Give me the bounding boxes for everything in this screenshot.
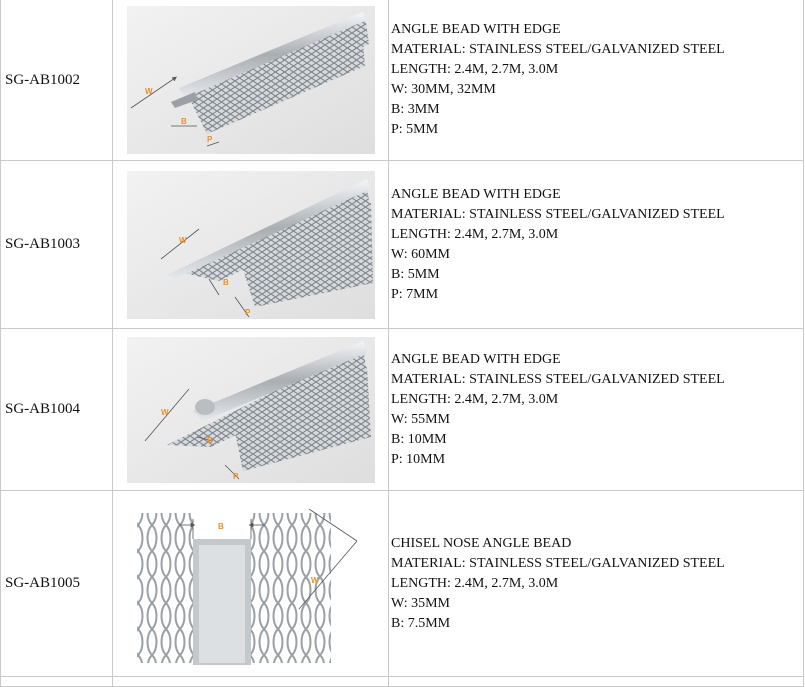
spec-b: B: 3MM bbox=[391, 102, 440, 117]
product-specs: CHISEL NOSE ANGLE BEAD MATERIAL: STAINLE… bbox=[388, 490, 804, 677]
product-image-cell: B W bbox=[112, 490, 389, 677]
spec-length: LENGTH: 2.4M, 2.7M, 3.0M bbox=[391, 226, 559, 242]
product-code: SG-AB1002 bbox=[0, 0, 113, 161]
spec-w: W: 55MM bbox=[391, 411, 450, 427]
table-row bbox=[0, 676, 804, 687]
product-code: SG-AB1004 bbox=[0, 328, 113, 491]
chisel-nose-bead-image: B W bbox=[130, 498, 371, 669]
product-specs: ANGLE BEAD WITH EDGE MATERIAL: STAINLESS… bbox=[388, 328, 804, 491]
spec-length: LENGTH: 2.4M, 2.7M, 3.0M bbox=[391, 575, 559, 591]
spec-length: LENGTH: 2.4M, 2.7M, 3.0M bbox=[391, 62, 559, 77]
empty-cell bbox=[112, 676, 389, 687]
spec-b: B: 5MM bbox=[391, 266, 440, 282]
product-image-cell: W B P bbox=[112, 160, 389, 329]
spec-title: ANGLE BEAD WITH EDGE bbox=[391, 351, 561, 367]
dimension-label-b: B bbox=[207, 436, 213, 445]
table-row: SG-AB1004 W B P ANGLE BEAD WI bbox=[0, 328, 804, 491]
spec-p: P: 10MM bbox=[391, 451, 446, 467]
product-code: SG-AB1003 bbox=[0, 160, 113, 329]
product-image-cell: W B P bbox=[112, 328, 389, 491]
dimension-label-p: P bbox=[233, 472, 239, 481]
empty-cell bbox=[0, 676, 113, 687]
product-specs: ANGLE BEAD WITH EDGE MATERIAL: STAINLESS… bbox=[388, 0, 804, 161]
product-code: SG-AB1005 bbox=[0, 490, 113, 677]
dimension-label-b: B bbox=[223, 278, 229, 287]
dimension-label-w: W bbox=[311, 576, 319, 585]
spec-material: MATERIAL: STAINLESS STEEL/GALVANIZED STE… bbox=[391, 206, 725, 222]
spec-material: MATERIAL: STAINLESS STEEL/GALVANIZED STE… bbox=[391, 371, 725, 387]
spec-w: W: 60MM bbox=[391, 246, 450, 262]
spec-b: B: 10MM bbox=[391, 431, 447, 447]
spec-title: ANGLE BEAD WITH EDGE bbox=[391, 22, 561, 37]
spec-p: P: 5MM bbox=[391, 122, 439, 137]
product-specs: ANGLE BEAD WITH EDGE MATERIAL: STAINLESS… bbox=[388, 160, 804, 329]
spec-title: ANGLE BEAD WITH EDGE bbox=[391, 186, 561, 202]
table-row: SG-AB1005 B W bbox=[0, 490, 804, 677]
spec-b: B: 7.5MM bbox=[391, 615, 451, 631]
table-row: SG-AB1002 W B P ANGLE BEAD WI bbox=[0, 0, 804, 161]
dimension-label-w: W bbox=[161, 408, 169, 417]
spec-material: MATERIAL: STAINLESS STEEL/GALVANIZED STE… bbox=[391, 42, 725, 57]
angle-bead-image: W B P bbox=[126, 6, 375, 154]
dimension-label-w: W bbox=[145, 87, 153, 96]
dimension-label-b: B bbox=[218, 522, 224, 531]
product-image-cell: W B P bbox=[112, 0, 389, 161]
angle-bead-image: W B P bbox=[126, 170, 375, 319]
spec-p: P: 7MM bbox=[391, 286, 439, 302]
spec-length: LENGTH: 2.4M, 2.7M, 3.0M bbox=[391, 391, 559, 407]
empty-cell bbox=[388, 676, 804, 687]
dimension-label-p: P bbox=[207, 135, 213, 144]
dimension-label-b: B bbox=[181, 117, 187, 126]
angle-bead-image: W B P bbox=[126, 336, 375, 483]
spec-w: W: 35MM bbox=[391, 595, 450, 611]
table-row: SG-AB1003 W B P ANGLE BEAD WITH EDGE bbox=[0, 160, 804, 329]
spec-title: CHISEL NOSE ANGLE BEAD bbox=[391, 535, 572, 551]
dimension-label-p: P bbox=[245, 308, 251, 317]
dimension-label-w: W bbox=[179, 236, 187, 245]
spec-material: MATERIAL: STAINLESS STEEL/GALVANIZED STE… bbox=[391, 555, 725, 571]
spec-w: W: 30MM, 32MM bbox=[391, 82, 496, 97]
